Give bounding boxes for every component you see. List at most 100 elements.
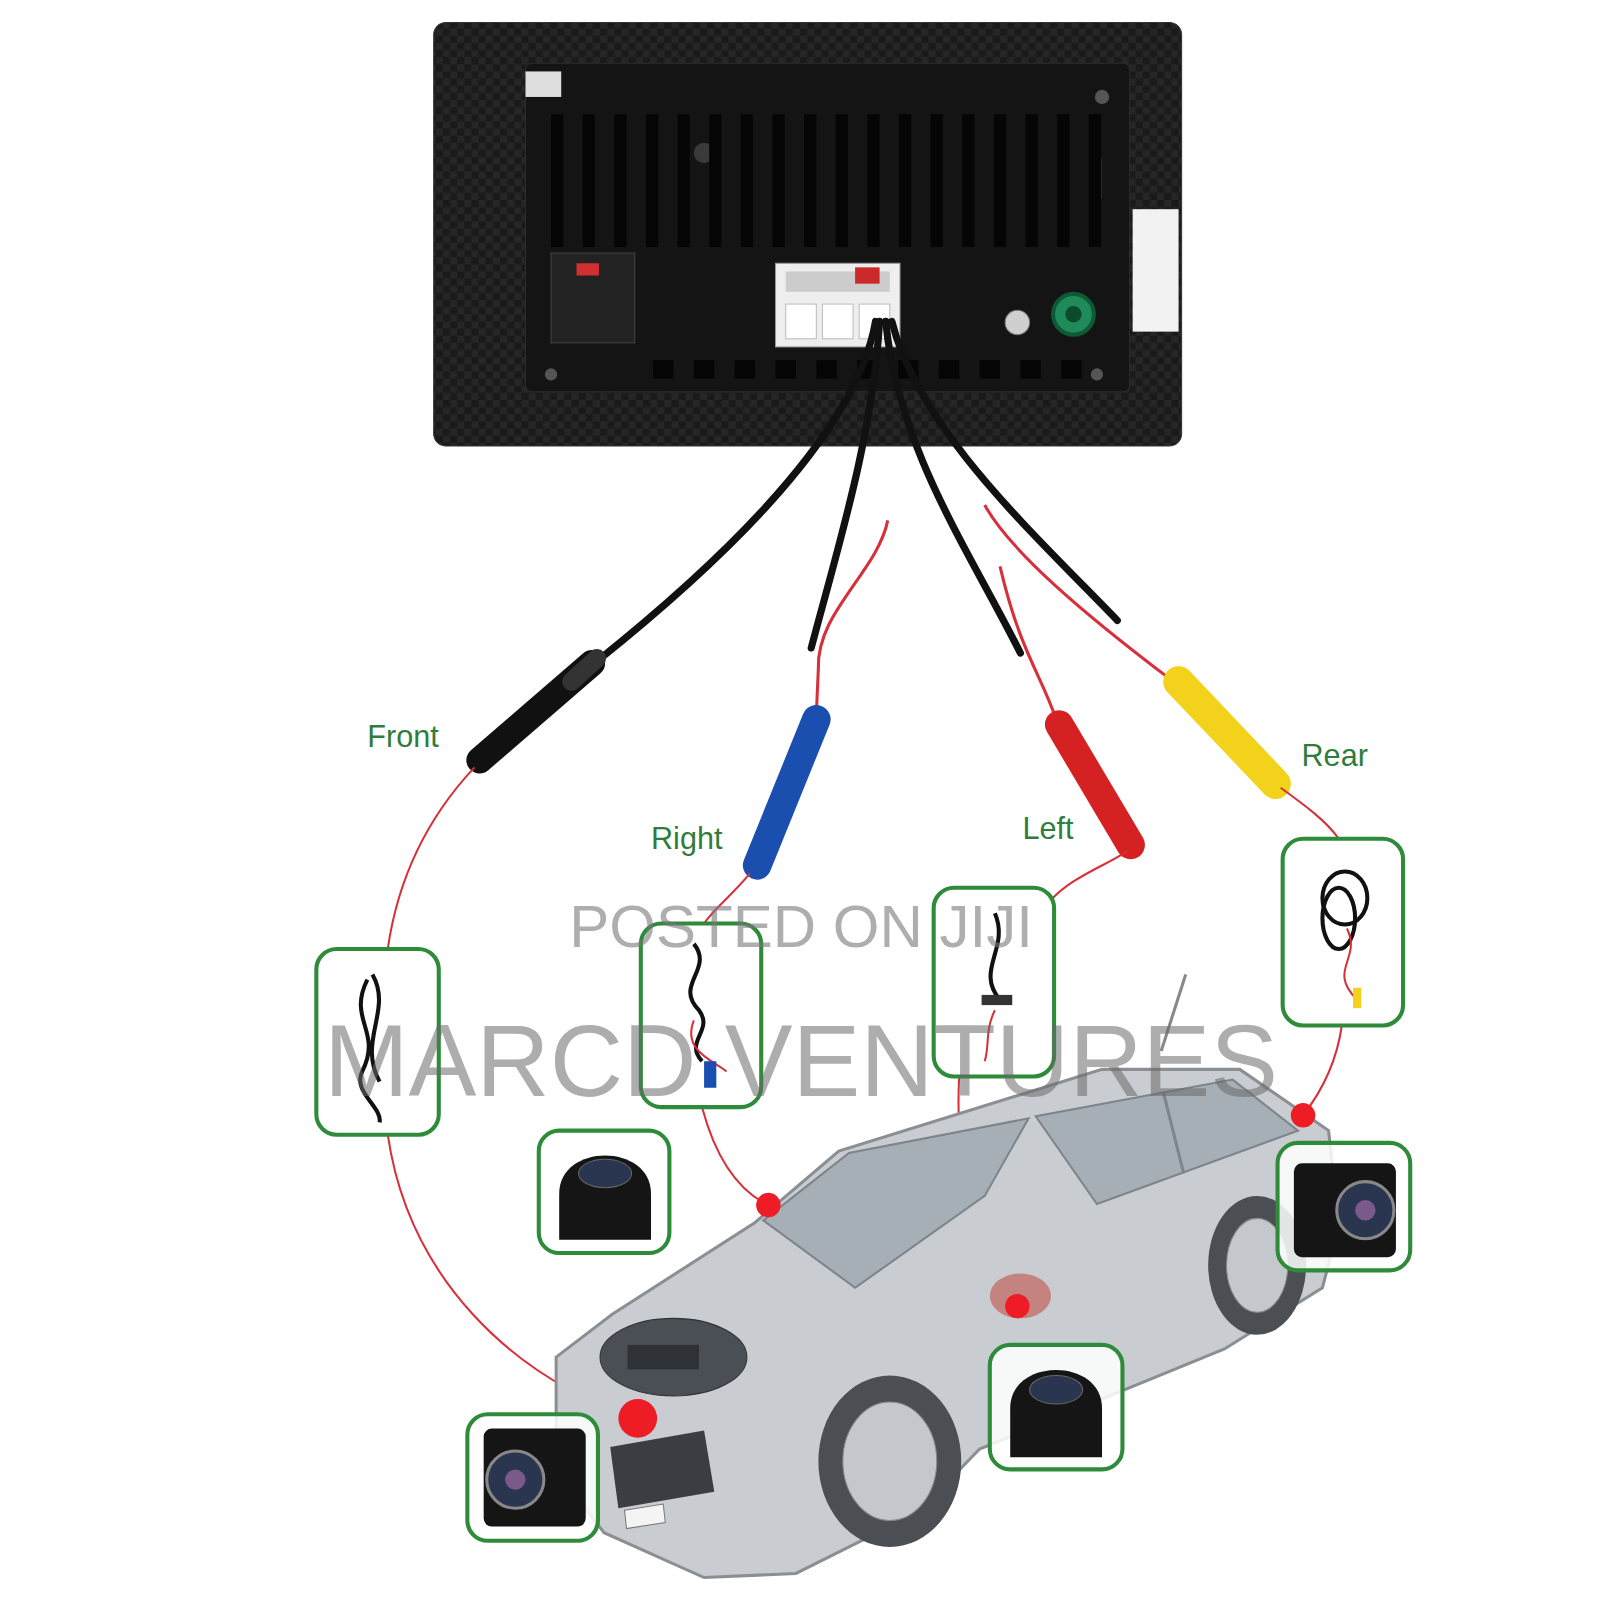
head-unit — [1065, 306, 1081, 322]
camera — [559, 1156, 651, 1240]
head-unit — [822, 304, 853, 339]
head-unit — [1091, 368, 1103, 380]
vent-slot — [709, 114, 721, 247]
cable — [886, 321, 1021, 653]
vent-slot — [804, 114, 816, 247]
vent-slot — [735, 360, 755, 378]
vent-slot — [939, 360, 959, 378]
head-unit — [434, 22, 1182, 445]
cable — [597, 321, 1117, 661]
mount-dot — [1291, 1103, 1315, 1127]
head-unit — [1053, 294, 1094, 335]
vent-slot — [1026, 114, 1038, 247]
camera — [1355, 1200, 1375, 1220]
head-unit — [545, 368, 557, 380]
vent-slot — [1057, 114, 1069, 247]
vent-slot — [678, 114, 690, 247]
wire — [1051, 851, 1128, 900]
car — [600, 1318, 747, 1396]
car — [818, 1376, 961, 1547]
cable — [597, 321, 876, 661]
vent-slot — [551, 114, 1101, 369]
head-unit — [855, 267, 879, 283]
vent-slot — [583, 114, 595, 247]
wire — [702, 1107, 768, 1205]
vent-slot — [741, 114, 753, 247]
vent-slot — [646, 114, 658, 247]
car — [610, 1431, 714, 1509]
vent-slot — [776, 360, 796, 378]
wire — [1303, 1026, 1342, 1116]
vent-slot — [867, 114, 879, 247]
car — [843, 1402, 937, 1520]
vent-slot — [772, 114, 784, 247]
mount-dot — [756, 1193, 780, 1217]
plug — [571, 658, 597, 681]
frame — [539, 1131, 670, 1253]
vent-slot — [694, 360, 714, 378]
cable-plug — [1353, 988, 1361, 1008]
port-label: Left — [1022, 812, 1073, 846]
camera — [579, 1159, 632, 1188]
head-unit — [786, 304, 817, 339]
mount-dot — [1005, 1294, 1029, 1318]
camera — [505, 1469, 525, 1489]
mount-dot — [618, 1103, 1315, 1438]
wire — [1000, 566, 1056, 719]
plug — [757, 719, 816, 865]
vent-slot — [816, 360, 836, 378]
frame — [1283, 839, 1403, 1026]
head-unit — [526, 71, 562, 97]
vent-slot — [962, 114, 974, 247]
plug — [480, 658, 1276, 865]
frame — [316, 839, 1410, 1541]
wire — [816, 520, 887, 714]
head-unit — [1005, 310, 1029, 334]
camera — [484, 1429, 586, 1527]
vent-slot — [1089, 114, 1101, 247]
plug — [1179, 682, 1276, 784]
head-unit — [1095, 90, 1109, 104]
vent-slot — [1020, 360, 1040, 378]
head-unit — [434, 22, 1182, 445]
port-label: Front — [367, 720, 438, 754]
camera — [487, 1451, 544, 1508]
wire — [816, 505, 1173, 719]
camera — [484, 1156, 1396, 1527]
frame — [990, 1345, 1123, 1469]
vent-slot — [931, 114, 943, 247]
vent-slot — [551, 114, 563, 247]
vent-slot — [614, 114, 626, 247]
car — [628, 1345, 699, 1369]
head-unit — [551, 253, 635, 343]
frame — [467, 1414, 598, 1541]
wire — [985, 505, 1174, 682]
car — [763, 1118, 1028, 1287]
watermark: MARCD VENTURES — [324, 1005, 1278, 1117]
camera — [1010, 1370, 1102, 1457]
mount-dot — [618, 1399, 657, 1438]
head-unit — [577, 263, 599, 275]
port-label: Right — [651, 822, 722, 856]
vent-slot — [653, 360, 673, 378]
wire — [388, 767, 475, 949]
vent-slot — [1061, 360, 1081, 378]
watermark: POSTED ON JIJI — [569, 894, 1033, 960]
frame — [1278, 1143, 1411, 1271]
camera — [1030, 1376, 1083, 1405]
vent-slot — [899, 114, 911, 247]
cable — [892, 321, 1118, 620]
vent-slot — [980, 360, 1000, 378]
car — [624, 1504, 665, 1528]
head-unit — [526, 63, 1130, 392]
wire — [1281, 788, 1339, 839]
camera — [1337, 1182, 1394, 1239]
camera — [1294, 1163, 1396, 1257]
vent-slot — [994, 114, 1006, 247]
vent-slot — [836, 114, 848, 247]
car — [556, 1069, 1339, 1577]
cable-coil — [1322, 871, 1367, 924]
port-label: Rear — [1302, 738, 1368, 772]
